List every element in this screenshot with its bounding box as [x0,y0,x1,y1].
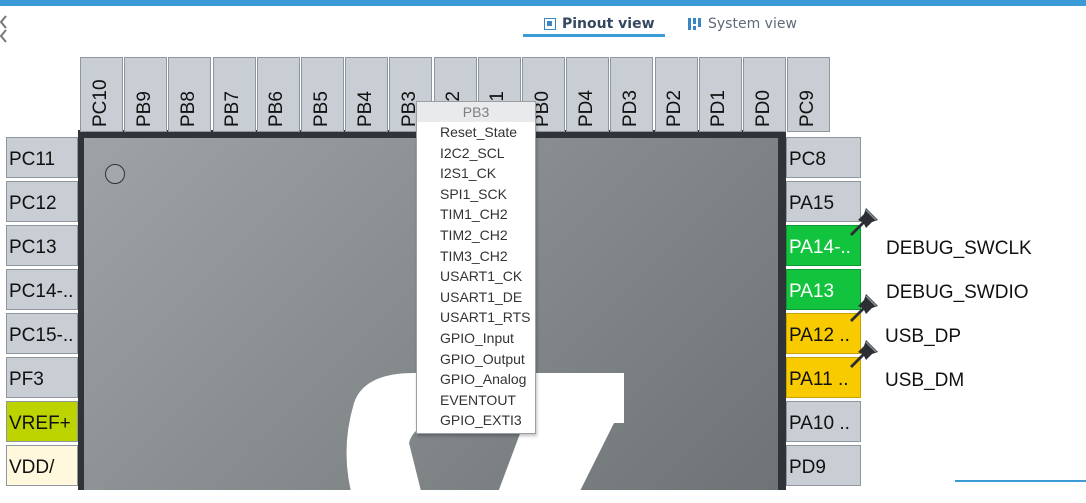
pin-label: VDD/ [9,457,55,478]
collapse-arrow-icon[interactable] [0,8,8,44]
pin-right-1[interactable]: PA15 [786,181,861,222]
pin-label: PC10 [89,79,111,127]
pin-pd2[interactable]: PD2 [654,57,698,132]
menu-item-i2s1-ck[interactable]: I2S1_CK [440,165,497,182]
pin-label: PD1 [708,90,730,127]
pin-label: PA10 .. [789,413,850,434]
pin-label: PB7 [222,91,244,127]
pin-right-0[interactable]: PC8 [786,137,861,178]
pin-pc10[interactable]: PC10 [80,57,123,132]
menu-item-usart1-rts[interactable]: USART1_RTS [440,309,531,326]
pin-label: PF3 [9,369,44,390]
signal-label-pa13: DEBUG_SWDIO [886,282,1029,303]
signal-label-pa11: USB_DM [885,370,965,391]
menu-item-gpio-output[interactable]: GPIO_Output [440,350,525,367]
pin1-marker [105,164,125,184]
menu-item-spi1-sck[interactable]: SPI1_SCK [440,185,507,202]
menu-item-reset-state[interactable]: Reset_State [440,124,518,140]
menu-title: PB3 [417,102,535,122]
signal-label-pa12: USB_DP [885,326,962,347]
pin-pd0[interactable]: PD0 [743,57,786,132]
pin-label: PD4 [575,90,597,127]
tab-label: System view [708,16,797,32]
pin-right-4[interactable]: PA12 .. [786,313,861,354]
pin-pb5[interactable]: PB5 [301,57,344,132]
top-accent-bar [0,0,1086,6]
pushpin-icon[interactable] [846,290,882,326]
pin-label: PB8 [177,91,199,127]
pin-right-7[interactable]: PD9 [786,445,861,486]
pin-pb0[interactable]: PB0 [522,57,565,132]
pin-left-4[interactable]: PC15-.. [6,313,78,354]
pin-label: PB5 [310,91,332,127]
pin-label: PC11 [9,149,56,170]
pin-label: PD3 [619,90,641,127]
pushpin-icon[interactable] [846,204,882,240]
pin-label: PA13 [789,281,835,302]
pin-left-3[interactable]: PC14-.. [6,269,78,310]
pin-label: PC13 [9,237,57,258]
pushpin-icon[interactable] [846,336,882,372]
pin-label: PC9 [796,90,818,127]
pin-left-7[interactable]: VDD/ [6,445,78,486]
signal-label-pa14: DEBUG_SWCLK [886,238,1032,259]
menu-item-gpio-analog[interactable]: GPIO_Analog [440,371,527,388]
pin-right-5[interactable]: PA11 .. [786,357,861,398]
pin-left-5[interactable]: PF3 [6,357,78,398]
pin-pc9[interactable]: PC9 [787,57,831,132]
pin-left-0[interactable]: PC11 [6,137,78,178]
accent-line [955,480,1086,482]
pin-label: PC8 [789,149,826,170]
menu-item-i2c2-scl[interactable]: I2C2_SCL [440,144,505,161]
pin-pb6[interactable]: PB6 [256,57,300,132]
menu-item-eventout[interactable]: EVENTOUT [440,391,516,408]
pin-label: PA14-.. [789,237,851,258]
system-view-icon [688,17,702,31]
chip-icon [544,18,556,30]
pin-label: PA11 .. [789,369,849,390]
pin-pd1[interactable]: PD1 [698,57,742,132]
menu-item-gpio-exti3[interactable]: GPIO_EXTI3 [440,412,522,429]
pin-label: PB6 [266,91,288,127]
pin-label: PD9 [789,457,826,478]
pin-label: PA12 .. [789,325,850,346]
pin-pd3[interactable]: PD3 [610,57,654,132]
pin-pb8[interactable]: PB8 [168,57,212,132]
pin-pb4[interactable]: PB4 [345,57,389,132]
pin-left-1[interactable]: PC12 [6,181,78,222]
pin-right-2[interactable]: PA14-.. [786,225,861,266]
pin-label: PD0 [752,90,774,127]
pin-pd4[interactable]: PD4 [566,57,610,132]
tab-system-view[interactable]: System view [688,14,797,34]
pin-left-2[interactable]: PC13 [6,225,78,266]
pin-label: PB4 [354,91,376,127]
pin-right-3[interactable]: PA13 [786,269,861,310]
pin-label: PD2 [664,90,686,127]
pin-left-6[interactable]: VREF+ [6,401,78,442]
menu-item-tim2-ch2[interactable]: TIM2_CH2 [440,226,508,243]
pin-right-6[interactable]: PA10 .. [786,401,861,442]
pin-label: PC12 [9,193,57,214]
tab-pinout-view[interactable]: Pinout view [544,14,655,34]
pin-pb9[interactable]: PB9 [124,57,168,132]
active-tab-indicator [523,34,665,37]
menu-item-tim1-ch2[interactable]: TIM1_CH2 [440,206,508,223]
menu-item-usart1-de[interactable]: USART1_DE [440,288,523,305]
pin-label: PB9 [133,91,155,127]
pin-label: PA15 [789,193,835,214]
pin-pb7[interactable]: PB7 [212,57,256,132]
menu-item-gpio-input[interactable]: GPIO_Input [440,329,514,346]
pin-label: VREF+ [9,413,71,434]
menu-item-tim3-ch2[interactable]: TIM3_CH2 [440,247,508,264]
menu-item-usart1-ck[interactable]: USART1_CK [440,268,523,285]
tab-label: Pinout view [562,16,655,32]
pin-label: PC14-.. [9,281,74,302]
pin-label: PC15-.. [9,325,74,346]
